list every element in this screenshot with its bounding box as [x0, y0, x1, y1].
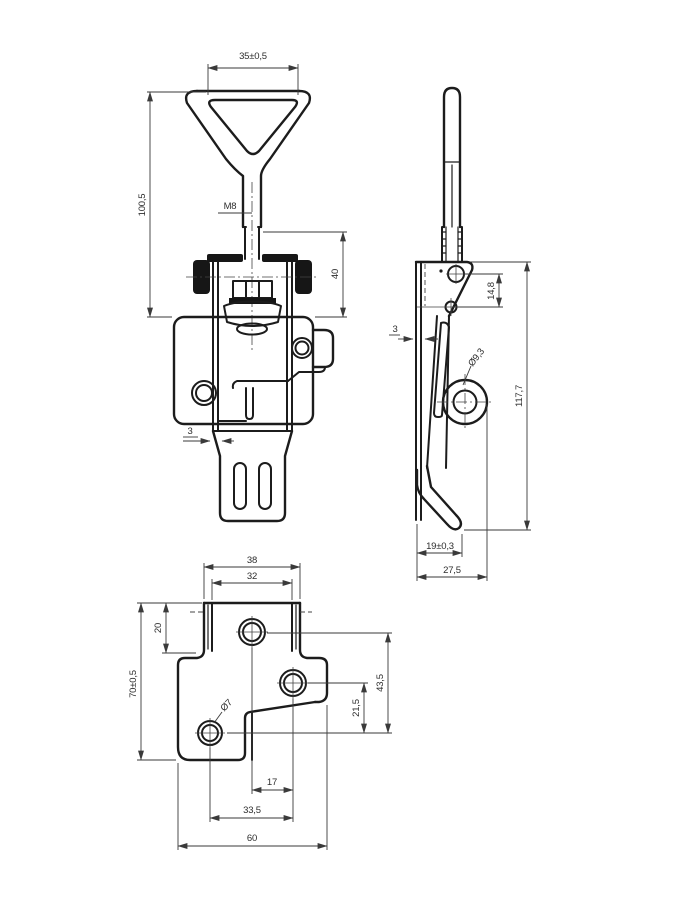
mounting-slot: [258, 462, 272, 510]
front-view: 35±0,5 100,5 M8 40 3: [137, 51, 347, 523]
dim-hole-pitch-b: 33,5: [243, 805, 261, 816]
base-plate: [172, 315, 335, 426]
lever-body-side: [414, 260, 474, 531]
mounting-bracket: [211, 429, 294, 523]
plate-hole: [191, 380, 217, 406]
dim-plate-width: 60: [247, 833, 257, 844]
clevis-assembly: [186, 254, 319, 431]
dim-hole-spacing: 14,8: [486, 282, 497, 300]
hex-nut: [232, 280, 273, 299]
ear-hole: [291, 337, 313, 359]
dim-handle-width: 35±0,5: [239, 51, 267, 62]
front-dimensions: 35±0,5 100,5 M8 40 3: [137, 51, 347, 444]
thread-hatch: [441, 231, 463, 254]
dim-plate-thickness-side: 3: [392, 324, 397, 335]
keeper-ear: [311, 328, 335, 369]
lever-slot: [433, 321, 450, 418]
dim-overall-height: 100,5: [137, 194, 148, 217]
dim-hole-diameter: Ø7: [218, 697, 234, 713]
dim-hole-offset-a: 43,5: [375, 674, 386, 692]
bottom-view: 38 32 20 70±0,5 43,5 21,5 Ø7 17 33,5: [128, 555, 392, 850]
dim-hook-offset: 19±0,3: [426, 541, 454, 552]
handle-loop: [184, 89, 312, 229]
dim-overall-height-side: 117,7: [514, 385, 525, 407]
dim-hole-offset-b: 21,5: [351, 699, 362, 717]
dim-flange-width-inner: 32: [247, 571, 257, 582]
dim-flange-width-outer: 38: [247, 555, 257, 566]
dim-plate-length: 70±0,5: [128, 670, 139, 698]
hook: [415, 464, 463, 531]
dim-loop-hole-diameter: Ø9,3: [466, 347, 487, 369]
thread-label: M8: [224, 201, 237, 212]
side-view: 14,8 3 Ø9,3 117,7 19±0,3 27,5: [389, 86, 531, 581]
dim-flange-depth: 20: [153, 623, 164, 633]
mounting-holes: [195, 616, 309, 748]
dim-slide-height: 40: [330, 269, 341, 279]
rod-side: [441, 86, 463, 263]
dim-plate-thickness-front: 3: [187, 426, 192, 437]
dim-overall-depth: 27,5: [443, 565, 461, 576]
hook-cutout: [287, 366, 326, 382]
mounting-slot: [233, 462, 247, 510]
trunnion-barrel: [223, 300, 282, 327]
bottom-dimensions: 38 32 20 70±0,5 43,5 21,5 Ø7 17 33,5: [128, 555, 392, 850]
keeper-plate-outline: [176, 601, 329, 762]
flange-tabs: [211, 602, 293, 652]
side-dimensions: 14,8 3 Ø9,3 117,7 19±0,3 27,5: [389, 261, 531, 581]
dim-hole-pitch-a: 17: [267, 777, 277, 788]
